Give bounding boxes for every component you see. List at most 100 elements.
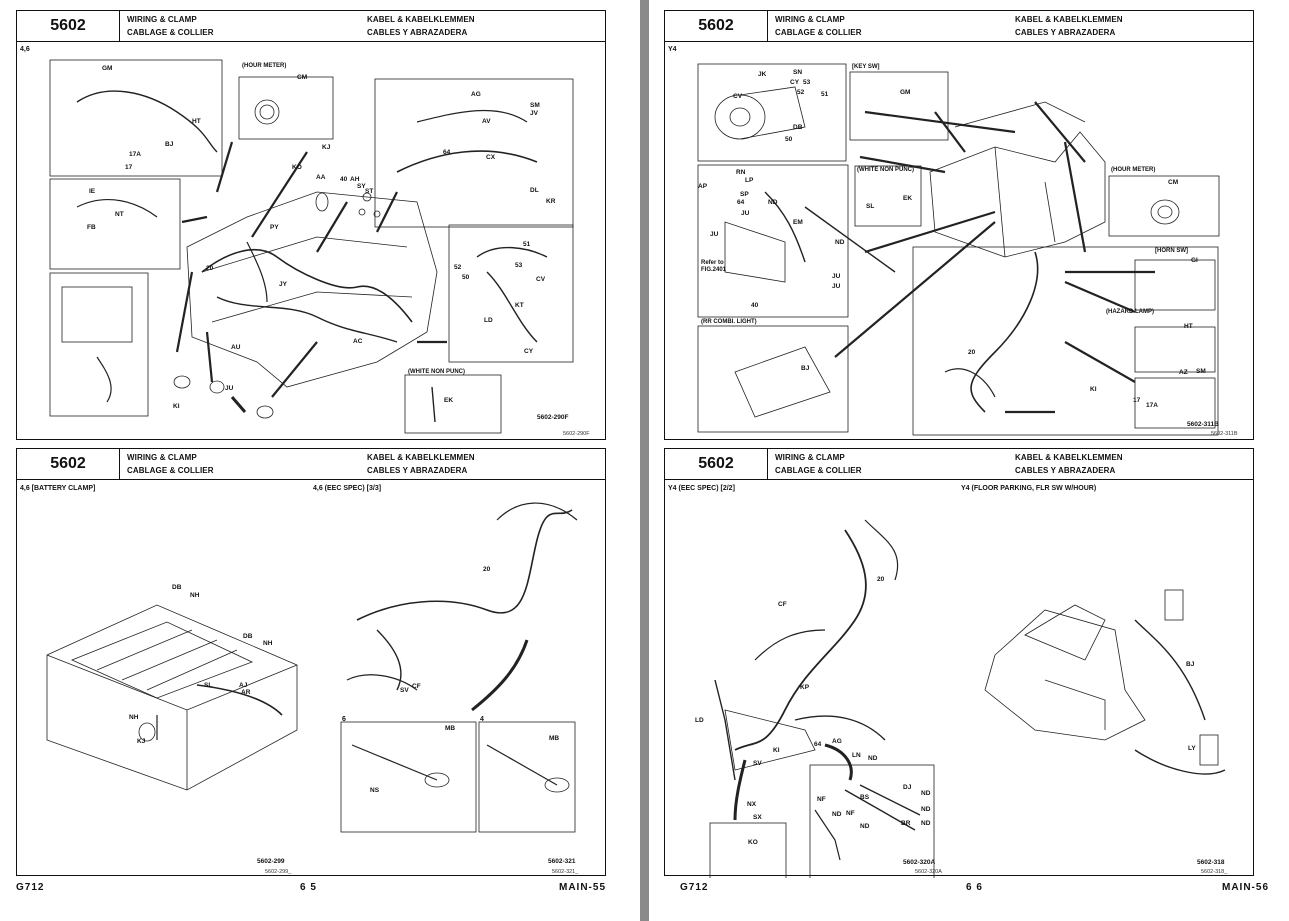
part-callout: 50 — [462, 274, 470, 281]
part-callout: JU — [225, 385, 234, 392]
footer-model: G712 — [16, 882, 45, 893]
footer-main-number: MAIN-56 — [1222, 882, 1270, 893]
figure-reference: 5602-290F — [537, 414, 569, 421]
part-callout: KI — [1090, 386, 1097, 393]
part-callout: NF — [817, 796, 826, 803]
part-callout: AC — [353, 338, 363, 345]
title-french: CABLAGE & COLLIER — [127, 466, 214, 475]
part-callout: JU — [710, 231, 719, 238]
section-code: 5602 — [665, 449, 768, 479]
part-callout: CY — [524, 348, 534, 355]
part-callout: BJ — [801, 365, 810, 372]
wiring-diagram-svg — [697, 63, 1220, 436]
part-callout: JU — [741, 210, 750, 217]
part-callout: LP — [745, 177, 754, 184]
title-english: WIRING & CLAMP — [775, 15, 845, 24]
part-callout: JU — [832, 273, 841, 280]
part-callout: 20 — [483, 566, 491, 573]
part-callout: 64 — [814, 741, 822, 748]
part-callout: LD — [484, 317, 493, 324]
footer-page-number: 6 6 — [966, 882, 983, 893]
inset-title: (HOUR METER) — [1111, 167, 1156, 173]
part-callout: DB — [172, 584, 182, 591]
panel-header: 5602 WIRING & CLAMP CABLAGE & COLLIER KA… — [665, 449, 1253, 480]
figure-reference: 5602-321 — [548, 858, 576, 865]
sub-figure-label: 4 — [480, 716, 484, 723]
part-callout: JK — [758, 71, 767, 78]
part-callout: AG — [471, 91, 481, 98]
part-callout: LY — [1188, 745, 1196, 752]
part-callout: ND — [868, 755, 878, 762]
part-callout: NH — [129, 714, 139, 721]
catalog-page-left: 5602 WIRING & CLAMP CABLAGE & COLLIER KA… — [0, 0, 640, 921]
part-callout: KP — [800, 684, 810, 691]
part-callout: 17A — [1146, 402, 1158, 409]
title-french: CABLAGE & COLLIER — [127, 28, 214, 37]
part-callout: SY — [357, 183, 366, 190]
title-english: WIRING & CLAMP — [127, 453, 197, 462]
part-callout: AU — [231, 344, 241, 351]
inset-title: [HORN SW] — [1155, 248, 1188, 254]
part-callout: JV — [530, 110, 538, 117]
title-spanish: CABLES Y ABRAZADERA — [367, 28, 468, 37]
part-callout: 20 — [968, 349, 976, 356]
part-callout: 17A — [129, 151, 141, 158]
spec-label: 4,6 (EEC SPEC) [3/3] — [313, 485, 382, 492]
part-callout: AV — [482, 118, 491, 125]
spec-label: 4,6 — [20, 46, 30, 53]
part-callout: MB — [549, 735, 560, 742]
figure-panel-320A-318: 5602 WIRING & CLAMP CABLAGE & COLLIER KA… — [664, 448, 1254, 878]
part-callout: DL — [530, 187, 539, 194]
part-callout: BR — [901, 820, 911, 827]
part-callout: FB — [87, 224, 96, 231]
panel-header: 5602 WIRING & CLAMP CABLAGE & COLLIER KA… — [665, 11, 1253, 42]
part-callout: NF — [846, 810, 855, 817]
part-callout: CY — [790, 79, 800, 86]
part-callout: 53 — [515, 262, 523, 269]
part-callout: GM — [102, 65, 113, 72]
part-callout: DJ — [903, 784, 912, 791]
part-callout: ND — [768, 199, 778, 206]
part-callout: ND — [835, 239, 845, 246]
battery-clamp-diagram-svg — [46, 502, 578, 833]
part-callout: ND — [860, 823, 870, 830]
part-callout: IE — [89, 188, 96, 195]
title-french: CABLAGE & COLLIER — [775, 466, 862, 475]
part-callout: KO — [292, 164, 302, 171]
part-callout: GM — [900, 89, 911, 96]
part-callout: AA — [316, 174, 326, 181]
panel-header: 5602 WIRING & CLAMP CABLAGE & COLLIER KA… — [17, 11, 605, 42]
title-german: KABEL & KABELKLEMMEN — [367, 453, 475, 462]
inset-title: (HAZARD LAMP) — [1106, 309, 1154, 315]
title-english: WIRING & CLAMP — [127, 15, 197, 24]
figure-reference-small: 5602-290F — [563, 431, 590, 437]
inset-title: (RR COMBI. LIGHT) — [701, 319, 757, 325]
footer-model: G712 — [680, 882, 709, 893]
part-callout: EK — [444, 397, 454, 404]
figure-reference: 5602-311B — [1187, 421, 1219, 428]
part-callout: 40 — [751, 302, 759, 309]
figure-reference-small: 5602-299_ — [265, 869, 292, 875]
section-code: 5602 — [665, 11, 768, 41]
part-callout: HT — [192, 118, 201, 125]
title-german: KABEL & KABELKLEMMEN — [1015, 453, 1123, 462]
figure-panel-299-321: 5602 WIRING & CLAMP CABLAGE & COLLIER KA… — [16, 448, 606, 876]
exploded-diagram — [17, 480, 607, 878]
part-callout: DB — [793, 124, 803, 131]
part-callout: KT — [515, 302, 524, 309]
figure-reference-small: 5602-320A — [915, 869, 942, 875]
part-callout: EK — [903, 195, 913, 202]
part-callout: HT — [1184, 323, 1193, 330]
title-spanish: CABLES Y ABRAZADERA — [1015, 466, 1116, 475]
part-callout: ND — [921, 790, 931, 797]
part-callout: 64 — [443, 149, 451, 156]
inset-title: (WHITE NON PUNC) — [408, 369, 465, 375]
title-french: CABLAGE & COLLIER — [775, 28, 862, 37]
part-callout: SV — [400, 687, 409, 694]
figure-reference-small: 5602-321_ — [552, 869, 579, 875]
part-callout: SN — [793, 69, 803, 76]
part-callout: 20 — [206, 265, 214, 272]
figure-reference-small: 5602-318_ — [1201, 869, 1228, 875]
part-callout: SX — [753, 814, 762, 821]
exploded-diagram — [665, 42, 1255, 440]
